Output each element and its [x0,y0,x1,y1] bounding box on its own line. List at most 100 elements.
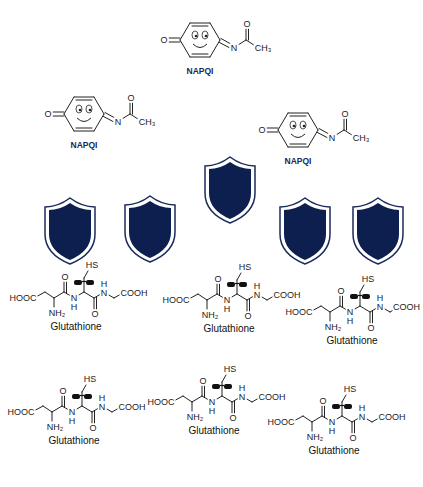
bond [105,113,114,118]
bond [106,409,112,413]
cartoon-pupil [89,109,92,112]
sunglasses [86,280,94,285]
bond [372,311,373,323]
bond [204,386,205,398]
bond [321,306,330,312]
bond [132,103,133,114]
bond [234,401,235,413]
atom-label: N [70,294,79,303]
bond [76,100,92,101]
bond [360,285,364,292]
bond [220,43,230,48]
bond [342,395,346,402]
cartoon-eye [202,31,208,39]
sunglasses [344,404,352,409]
bond [82,385,86,392]
bond [64,282,65,292]
bond [94,114,104,131]
sunglasses [362,294,370,299]
sunglasses [235,283,239,284]
bond [261,297,267,301]
bond [278,113,288,130]
atom-label: N [238,393,247,402]
atom-label: H [376,294,385,303]
shield [280,198,330,264]
atom-label: CH₃ [352,134,371,143]
bond [217,284,218,294]
cartoon-smile [291,134,305,138]
bond [288,147,308,148]
cartoon-pupil [205,35,208,38]
sunglasses [332,404,340,409]
atom-label: H [70,303,79,312]
sunglasses [350,294,358,299]
sunglasses [74,280,82,285]
bond [180,40,190,57]
atom-label: N [100,289,109,298]
bond [94,97,104,114]
cartoon-eye [192,31,198,39]
bond [82,406,92,412]
bond [237,273,241,280]
bond [74,97,94,98]
bond [312,416,322,422]
atom-label: H [238,384,247,393]
bond [43,406,52,412]
molecule-name: Glutathione [307,446,360,456]
molecule-structure [169,23,254,57]
bond [237,280,238,294]
atom-label: HOOC [147,398,176,407]
atom-label: O [366,324,375,333]
molecule-name: Glutathione [47,436,100,446]
bond [318,133,328,138]
sunglasses [340,405,344,406]
bond [94,298,95,309]
atom-label: N [114,118,123,127]
sunglasses [80,395,84,396]
bond [360,306,370,312]
cartoon-eye [300,121,306,129]
bond [342,416,352,422]
bond [192,54,208,55]
bond [84,278,85,292]
bond [344,119,345,130]
atom-label: H [328,427,337,436]
cartoon-pupil [79,109,82,112]
bond [221,39,230,44]
atom-label: HS [238,263,253,272]
bond [246,399,252,403]
sunglasses [220,385,224,386]
atom-label: HS [85,261,100,270]
atom-label: N [346,308,355,317]
bond [248,29,249,40]
bond [222,382,223,396]
molecule-name: Glutathione [49,322,102,332]
bond [108,295,114,299]
atom-label: HS [361,275,376,284]
bond [45,292,54,298]
molecule-name: Glutathione [187,426,240,436]
sunglasses [82,281,86,282]
sunglasses [212,384,220,389]
atom-label: NH₂ [46,423,65,432]
bond [64,97,74,114]
bond [222,396,232,402]
bond [216,396,222,400]
bond [169,38,180,39]
bond [96,297,97,309]
bond [84,271,88,278]
bond [76,406,82,410]
atom-label: HOOC [267,418,296,427]
sunglasses [72,394,80,399]
atom-label: O [228,414,237,423]
bond [210,23,220,40]
bond [53,116,64,117]
bond [122,114,130,119]
atom-label: O [257,126,266,135]
atom-label: N [253,291,262,300]
atom-label: CH₃ [138,118,157,127]
atom-label: N [208,398,217,407]
bond [94,411,95,423]
atom-label: HOOC [162,296,191,305]
